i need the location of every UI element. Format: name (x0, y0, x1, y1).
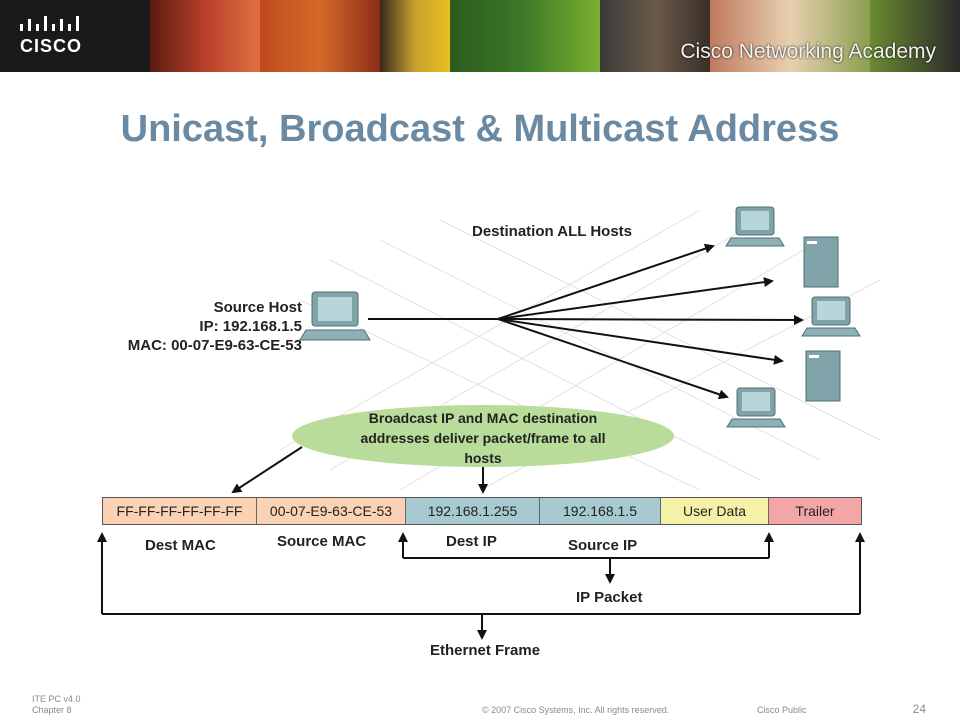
banner-photo (710, 0, 870, 72)
arrow-to-host-1 (497, 243, 715, 320)
cisco-bars-icon (20, 16, 79, 31)
callout-line-1: Broadcast IP and MAC destination (368, 410, 598, 426)
source-ip-label: Source IP (568, 537, 638, 554)
host-computer-icon (801, 296, 861, 337)
arrow-to-dest-mac (231, 446, 303, 494)
source-host-label: Source Host IP: 192.168.1.5 MAC: 00-07-E… (128, 298, 302, 355)
callout-line-2: addresses deliver packet/frame to all (360, 430, 606, 446)
source-host-ip: IP: 192.168.1.5 (199, 318, 302, 335)
host-computer-icon (726, 387, 786, 428)
page-number: 24 (912, 702, 926, 716)
field-source-mac: 00-07-E9-63-CE-53 (257, 498, 406, 524)
dest-ip-label: Dest IP (446, 533, 497, 550)
source-computer-icon (299, 291, 371, 341)
footer-copyright: © 2007 Cisco Systems, Inc. All rights re… (482, 705, 670, 715)
bubble-arrows (231, 446, 488, 494)
header-banner: CISCO Cisco Networking Academy (0, 0, 960, 72)
server-icon (805, 350, 841, 402)
field-trailer: Trailer (769, 498, 861, 524)
ethernet-frame-label: Ethernet Frame (430, 642, 541, 659)
arrow-to-host-4 (497, 318, 784, 365)
arrow-to-host-5 (497, 318, 729, 400)
banner-photo (150, 0, 260, 72)
field-dest-mac: FF-FF-FF-FF-FF-FF (103, 498, 257, 524)
banner-photo (380, 0, 450, 72)
slide-title: Unicast, Broadcast & Multicast Address (120, 108, 840, 150)
broadcast-arrows (368, 243, 804, 400)
arrow-to-host-2 (497, 277, 774, 320)
footer-course: ITE PC v4.0 (32, 694, 81, 704)
banner-photo (870, 0, 960, 72)
banner-photo (260, 0, 380, 72)
field-source-ip: 192.168.1.5 (540, 498, 661, 524)
server-icon (803, 236, 839, 288)
source-host-title: Source Host (213, 299, 302, 316)
banner-photo (450, 0, 600, 72)
footer-chapter: Chapter 8 (32, 705, 72, 715)
callout-line-3: hosts (464, 450, 502, 466)
ethernet-frame-fields: FF-FF-FF-FF-FF-FF 00-07-E9-63-CE-53 192.… (102, 497, 862, 525)
cisco-logo: CISCO (18, 14, 88, 58)
host-computer-icon (725, 206, 785, 247)
field-dest-ip: 192.168.1.255 (406, 498, 540, 524)
footer-classification: Cisco Public (757, 705, 807, 715)
arrow-to-host-3 (497, 314, 804, 325)
banner-photo (600, 0, 710, 72)
broadcast-callout-bubble (292, 405, 674, 467)
destination-all-hosts-label: Destination ALL Hosts (472, 223, 633, 240)
source-mac-label: Source MAC (277, 533, 367, 550)
field-user-data: User Data (661, 498, 769, 524)
dest-mac-label: Dest MAC (145, 537, 216, 554)
broadcast-callout-text: Broadcast IP and MAC destination address… (330, 408, 636, 468)
bracket-arrows (97, 532, 865, 640)
cisco-logo-text: CISCO (20, 36, 83, 56)
academy-title: Cisco Networking Academy (680, 40, 936, 63)
ip-packet-label: IP Packet (576, 589, 643, 606)
source-host-mac: MAC: 00-07-E9-63-CE-53 (127, 337, 302, 354)
